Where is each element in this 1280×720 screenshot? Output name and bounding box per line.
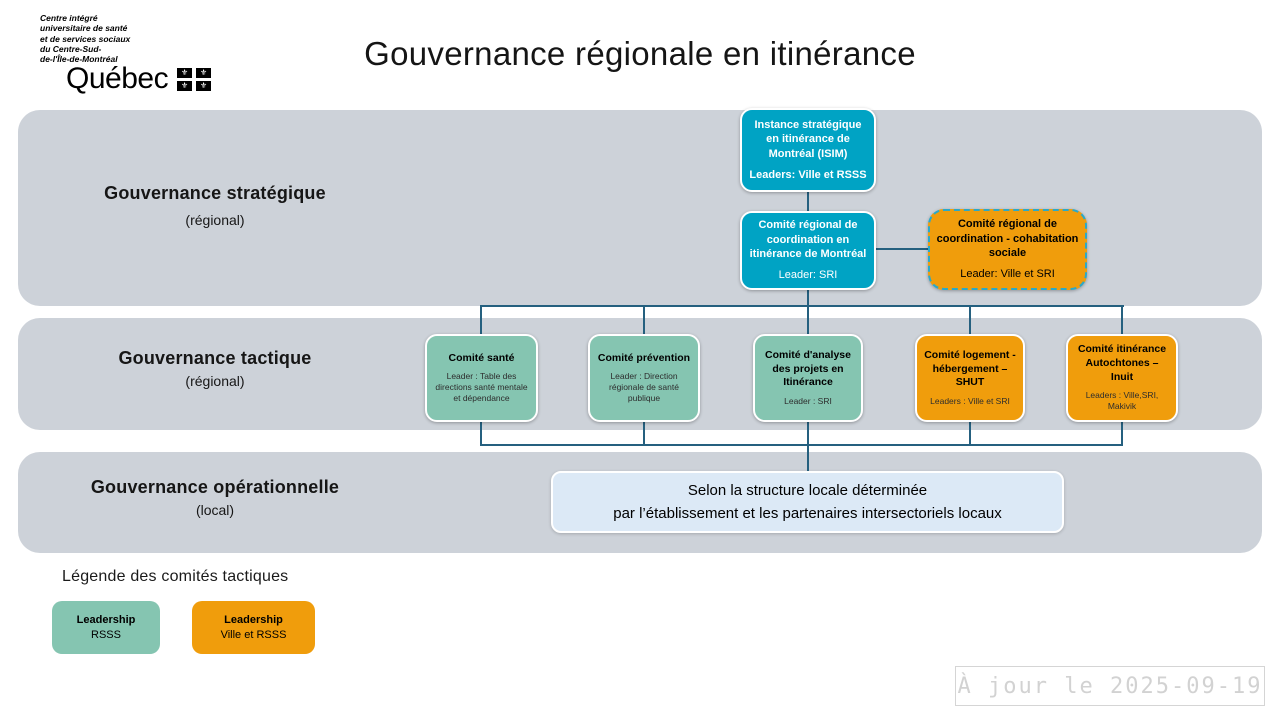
node-title: Comité logement - hébergement – SHUT bbox=[924, 349, 1016, 389]
band-label-title: Gouvernance tactique bbox=[118, 348, 312, 368]
node-comite-autochtones-inuit: Comité itinérance Autochtones – Inuit Le… bbox=[1066, 334, 1178, 422]
node-leader: Leaders : Ville,SRI, Makivik bbox=[1085, 390, 1159, 412]
node-comite-sante: Comité santé Leader : Table des directio… bbox=[425, 334, 538, 422]
tactical-band-label: Gouvernance tactique (régional) bbox=[65, 348, 365, 389]
band-label-scope: (régional) bbox=[185, 373, 245, 389]
connector-line bbox=[643, 306, 645, 335]
quebec-flag-icon: ⚜ bbox=[196, 81, 212, 92]
connector-line bbox=[643, 421, 645, 446]
connector-line bbox=[480, 444, 1123, 446]
connector-line bbox=[1121, 421, 1123, 446]
node-title: Comité régional de coordination - cohabi… bbox=[936, 218, 1079, 259]
connector-line bbox=[876, 248, 929, 250]
connector-line bbox=[807, 421, 809, 446]
legend-value: Ville et RSSS bbox=[220, 629, 287, 641]
node-title: Comité itinérance Autochtones – Inuit bbox=[1077, 343, 1167, 383]
band-label-title: Gouvernance opérationnelle bbox=[90, 477, 340, 497]
connector-line bbox=[807, 191, 809, 212]
logo-org-line: universitaire de santé bbox=[40, 23, 128, 34]
last-updated-date: À jour le 2025-09-19 bbox=[955, 666, 1265, 706]
connector-line bbox=[1121, 306, 1123, 335]
node-leader: Leader : SRI bbox=[784, 395, 832, 406]
logo-org-name: Centre intégré universitaire de santé et… bbox=[40, 13, 211, 64]
logo-org-line: Centre intégré bbox=[40, 13, 98, 23]
connector-line bbox=[807, 306, 809, 335]
logo-org-line: et de services sociaux bbox=[40, 33, 131, 44]
legend-label: Leadership bbox=[224, 614, 283, 626]
node-title: Comité prévention bbox=[597, 351, 691, 364]
ciusss-quebec-logo: Centre intégré universitaire de santé et… bbox=[40, 13, 212, 96]
legend-title: Légende des comités tactiques bbox=[62, 568, 289, 585]
band-label-scope: (régional) bbox=[185, 212, 245, 228]
node-coordination: Comité régional de coordination en itiné… bbox=[740, 211, 876, 290]
node-cohabitation: Comité régional de coordination - cohabi… bbox=[928, 209, 1087, 290]
node-comite-analyse-projets: Comité d'analyse des projets en Itinéran… bbox=[753, 334, 863, 422]
node-leader: Leaders: Ville et RSSS bbox=[749, 168, 867, 181]
legend-label: Leadership bbox=[76, 614, 136, 626]
connector-line bbox=[969, 306, 971, 335]
logo-org-line: du Centre-Sud- bbox=[40, 43, 102, 54]
quebec-wordmark: Québec bbox=[66, 62, 169, 96]
band-label-title: Gouvernance stratégique bbox=[104, 183, 326, 203]
connector-line bbox=[807, 445, 809, 472]
connector-line bbox=[480, 421, 482, 446]
connector-line bbox=[480, 305, 1124, 307]
band-label-scope: (local) bbox=[195, 502, 235, 518]
node-leader: Leaders : Ville et SRI bbox=[930, 395, 1010, 406]
connector-line bbox=[480, 306, 482, 335]
node-comite-prevention: Comité prévention Leader : Direction rég… bbox=[588, 334, 700, 422]
node-leader: Leader: SRI bbox=[778, 269, 838, 282]
note-line: par l’établissement et les partenaires i… bbox=[613, 505, 1002, 522]
node-leader: Leader : Direction régionale de santé pu… bbox=[609, 371, 679, 404]
node-title: Instance stratégique en itinérance de Mo… bbox=[754, 118, 862, 160]
logo-org-line: de-l'Île-de-Montréal bbox=[40, 54, 118, 65]
legend-value: RSSS bbox=[91, 629, 121, 641]
quebec-flags-icon: ⚜ ⚜ ⚜ ⚜ bbox=[177, 68, 212, 92]
connector-line bbox=[807, 288, 809, 306]
operational-band-label: Gouvernance opérationnelle (local) bbox=[65, 477, 365, 518]
node-isim: Instance stratégique en itinérance de Mo… bbox=[740, 108, 876, 192]
quebec-flag-icon: ⚜ bbox=[177, 68, 193, 79]
node-comite-logement-shut: Comité logement - hébergement – SHUT Lea… bbox=[915, 334, 1025, 422]
legend-item-rsss: Leadership RSSS bbox=[52, 601, 160, 654]
node-local-structure-note: Selon la structure locale déterminée par… bbox=[551, 471, 1064, 533]
quebec-flag-icon: ⚜ bbox=[177, 81, 193, 92]
node-title: Comité santé bbox=[448, 351, 515, 364]
quebec-flag-icon: ⚜ bbox=[196, 68, 212, 79]
node-title: Comité d'analyse des projets en Itinéran… bbox=[765, 349, 851, 389]
node-leader: Leader: Ville et SRI bbox=[960, 268, 1055, 281]
node-leader: Leader : Table des directions santé ment… bbox=[435, 371, 528, 404]
legend-item-ville-rsss: Leadership Ville et RSSS bbox=[192, 601, 315, 654]
connector-line bbox=[969, 421, 971, 446]
strategic-band-label: Gouvernance stratégique (régional) bbox=[65, 183, 365, 228]
node-title: Comité régional de coordination en itiné… bbox=[749, 219, 867, 260]
note-line: Selon la structure locale déterminée bbox=[687, 481, 928, 499]
page-title: Gouvernance régionale en itinérance bbox=[364, 35, 916, 72]
